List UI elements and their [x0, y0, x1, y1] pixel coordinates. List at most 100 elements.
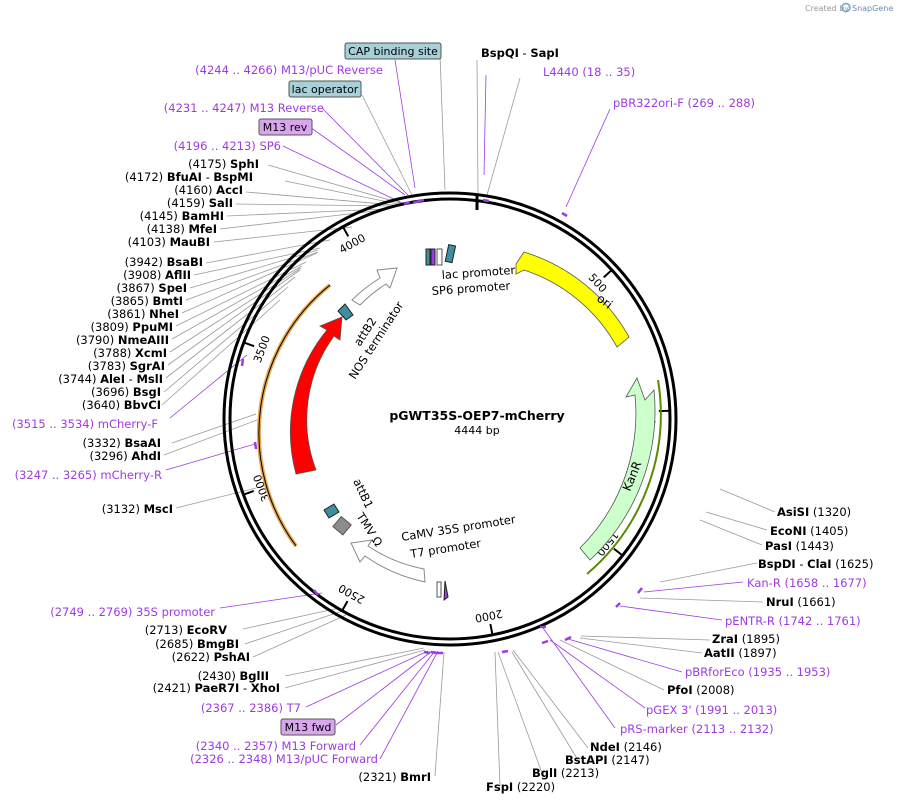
- restriction-site-label[interactable]: AsiSI (1320): [777, 505, 851, 519]
- primer-label[interactable]: (2340 .. 2357) M13 Forward: [196, 739, 356, 753]
- primer-name: M13/pUC Forward: [276, 752, 378, 766]
- restriction-site-label[interactable]: (3867) SpeI: [117, 281, 188, 295]
- plasmid-length: 4444 bp: [454, 424, 499, 437]
- t7-feature[interactable]: [443, 580, 449, 602]
- primer-range: (2749 .. 2769): [50, 605, 136, 619]
- restriction-site-label[interactable]: AatII (1897): [704, 646, 777, 660]
- site-name: MslI: [136, 372, 163, 386]
- site-name: PpuMI: [132, 320, 173, 334]
- restriction-site-label[interactable]: (3640) BbvCI: [82, 398, 161, 412]
- lac-operator-feature[interactable]: [444, 243, 457, 264]
- restriction-site-label[interactable]: (4175) SphI: [188, 157, 259, 171]
- cap-box[interactable]: CAP binding site: [344, 42, 442, 60]
- restriction-site-label[interactable]: EcoNI (1405): [770, 524, 848, 538]
- restriction-site-label[interactable]: (2421) PaeR7I - XhoI: [153, 681, 280, 695]
- primer-label[interactable]: (4244 .. 4266) M13/pUC Reverse: [195, 63, 383, 77]
- primer-name: M13 Forward: [282, 739, 356, 753]
- primer-label[interactable]: (3247 .. 3265) mCherry-R: [15, 468, 162, 482]
- restriction-site-label[interactable]: (4172) BfuAI - BspMI: [125, 170, 253, 184]
- restriction-site-label[interactable]: (3865) BmtI: [111, 294, 183, 308]
- restriction-site-label[interactable]: (3790) NmeAIII: [76, 333, 169, 347]
- site-name: BspQI: [481, 46, 519, 60]
- ori-feature[interactable]: [515, 251, 630, 348]
- restriction-site-label[interactable]: (3942) BsaBI: [125, 255, 203, 269]
- primer-label[interactable]: (2367 .. 2386) T7: [201, 701, 301, 715]
- restriction-site-label[interactable]: (3783) SgrAI: [88, 359, 165, 373]
- site-name: AccI: [216, 183, 243, 197]
- nos-terminator-feature[interactable]: [351, 267, 398, 306]
- t7-white-feature[interactable]: [436, 581, 442, 598]
- restriction-site-label[interactable]: NruI (1661): [766, 595, 836, 609]
- restriction-site-label[interactable]: (2321) BmrI: [358, 770, 431, 784]
- primer-label[interactable]: pENTR-R (1742 .. 1761): [725, 614, 861, 628]
- primer-label[interactable]: (3515 .. 3534) mCherry-F: [12, 417, 158, 431]
- kanr-feature[interactable]: [579, 377, 656, 561]
- primer-range: (4231 .. 4247): [164, 101, 250, 115]
- primer-label[interactable]: (4196 .. 4213) SP6: [174, 139, 281, 153]
- primer-label[interactable]: (2326 .. 2348) M13/pUC Forward: [190, 752, 378, 766]
- restriction-site-label[interactable]: (2430) BglII: [198, 669, 269, 683]
- restriction-site-label[interactable]: PasI (1443): [765, 539, 834, 553]
- sp6-feature[interactable]: [430, 248, 436, 266]
- primer-label[interactable]: pGEX 3' (1991 .. 2013): [646, 703, 777, 717]
- site-coord: (3696): [91, 385, 133, 399]
- restriction-site-label[interactable]: (3809) PpuMI: [91, 320, 173, 334]
- mcherry-feature[interactable]: [289, 316, 343, 475]
- backbone-outer: [222, 191, 678, 647]
- restriction-site-label[interactable]: (4159) SalI: [167, 196, 233, 210]
- primer-name: pBR322ori-F: [613, 96, 688, 110]
- restriction-site-label[interactable]: BglI (2213): [532, 766, 599, 780]
- camv-feature[interactable]: [350, 539, 426, 583]
- cap-site-feature[interactable]: [425, 248, 431, 266]
- restriction-site-label[interactable]: (4138) MfeI: [147, 222, 217, 236]
- tmv-feature[interactable]: [332, 515, 352, 536]
- restriction-site-label[interactable]: FspI (2220): [486, 780, 555, 794]
- restriction-site-label[interactable]: (3861) NheI: [107, 307, 179, 321]
- m13rev-box[interactable]: M13 rev: [258, 118, 313, 136]
- attb1-feature[interactable]: [323, 503, 340, 519]
- primer-label[interactable]: Kan-R (1658 .. 1677): [747, 576, 867, 590]
- primer-label[interactable]: (4231 .. 4247) M13 Reverse: [164, 101, 324, 115]
- restriction-site-label[interactable]: (3132) MscI: [102, 502, 173, 516]
- site-name: BmtI: [152, 294, 183, 308]
- lac-promoter-label: lac promoter: [441, 263, 516, 282]
- site-name: BfuAI: [167, 170, 202, 184]
- restriction-site-label[interactable]: BspQI - SapI: [481, 46, 559, 60]
- site-coord: (3132): [102, 502, 144, 516]
- site-name: AatII: [704, 646, 735, 660]
- restriction-site-label[interactable]: BspDI - ClaI (1625): [758, 557, 873, 571]
- lac-operator-box[interactable]: lac operator: [288, 80, 362, 98]
- restriction-site-label[interactable]: (3788) XcmI: [93, 346, 167, 360]
- restriction-site-label[interactable]: (4160) AccI: [174, 183, 243, 197]
- primer-label[interactable]: L4440 (18 .. 35): [543, 65, 635, 79]
- restriction-site-label[interactable]: ZraI (1895): [712, 632, 780, 646]
- restriction-site-label[interactable]: (4145) BamHI: [140, 209, 224, 223]
- restriction-site-label[interactable]: BstAPI (2147): [565, 753, 650, 767]
- site-name: BstAPI: [565, 753, 608, 767]
- site-coord: (3865): [111, 294, 153, 308]
- restriction-site-label[interactable]: (3696) BsgI: [91, 385, 161, 399]
- site-name: PfoI: [667, 683, 693, 697]
- restriction-site-label[interactable]: (3296) AhdI: [89, 449, 161, 463]
- primer-label[interactable]: pBRforEco (1935 .. 1953): [685, 665, 830, 679]
- restriction-site-label[interactable]: NdeI (2146): [590, 740, 662, 754]
- restriction-site-label[interactable]: (4103) MauBI: [128, 235, 210, 249]
- m13fwd-box[interactable]: M13 fwd: [280, 718, 336, 736]
- restriction-site-label[interactable]: (3908) AflII: [123, 268, 191, 282]
- site-name: ZraI: [712, 632, 738, 646]
- restriction-site-label[interactable]: (2622) PshAI: [172, 650, 250, 664]
- restriction-site-label[interactable]: (3744) AleI - MslI: [58, 372, 163, 386]
- site-name: BglII: [240, 669, 270, 683]
- primer-label[interactable]: pBR322ori-F (269 .. 288): [613, 96, 755, 110]
- primer-label[interactable]: (2749 .. 2769) 35S promoter: [50, 605, 215, 619]
- restriction-site-label[interactable]: (2713) EcoRV: [145, 623, 227, 637]
- primer-name: T7: [286, 701, 301, 715]
- restriction-site-label[interactable]: (3332) BsaAI: [83, 436, 161, 450]
- restriction-site-label[interactable]: PfoI (2008): [667, 683, 735, 697]
- site-name: EcoRV: [187, 623, 227, 637]
- restriction-site-label[interactable]: (2685) BmgBI: [155, 637, 239, 651]
- primer-label[interactable]: pRS-marker (2113 .. 2132): [620, 722, 774, 736]
- attb2-feature[interactable]: [337, 303, 354, 321]
- lac-promoter-feature[interactable]: [436, 248, 443, 266]
- primer-range: (2340 .. 2357): [196, 739, 282, 753]
